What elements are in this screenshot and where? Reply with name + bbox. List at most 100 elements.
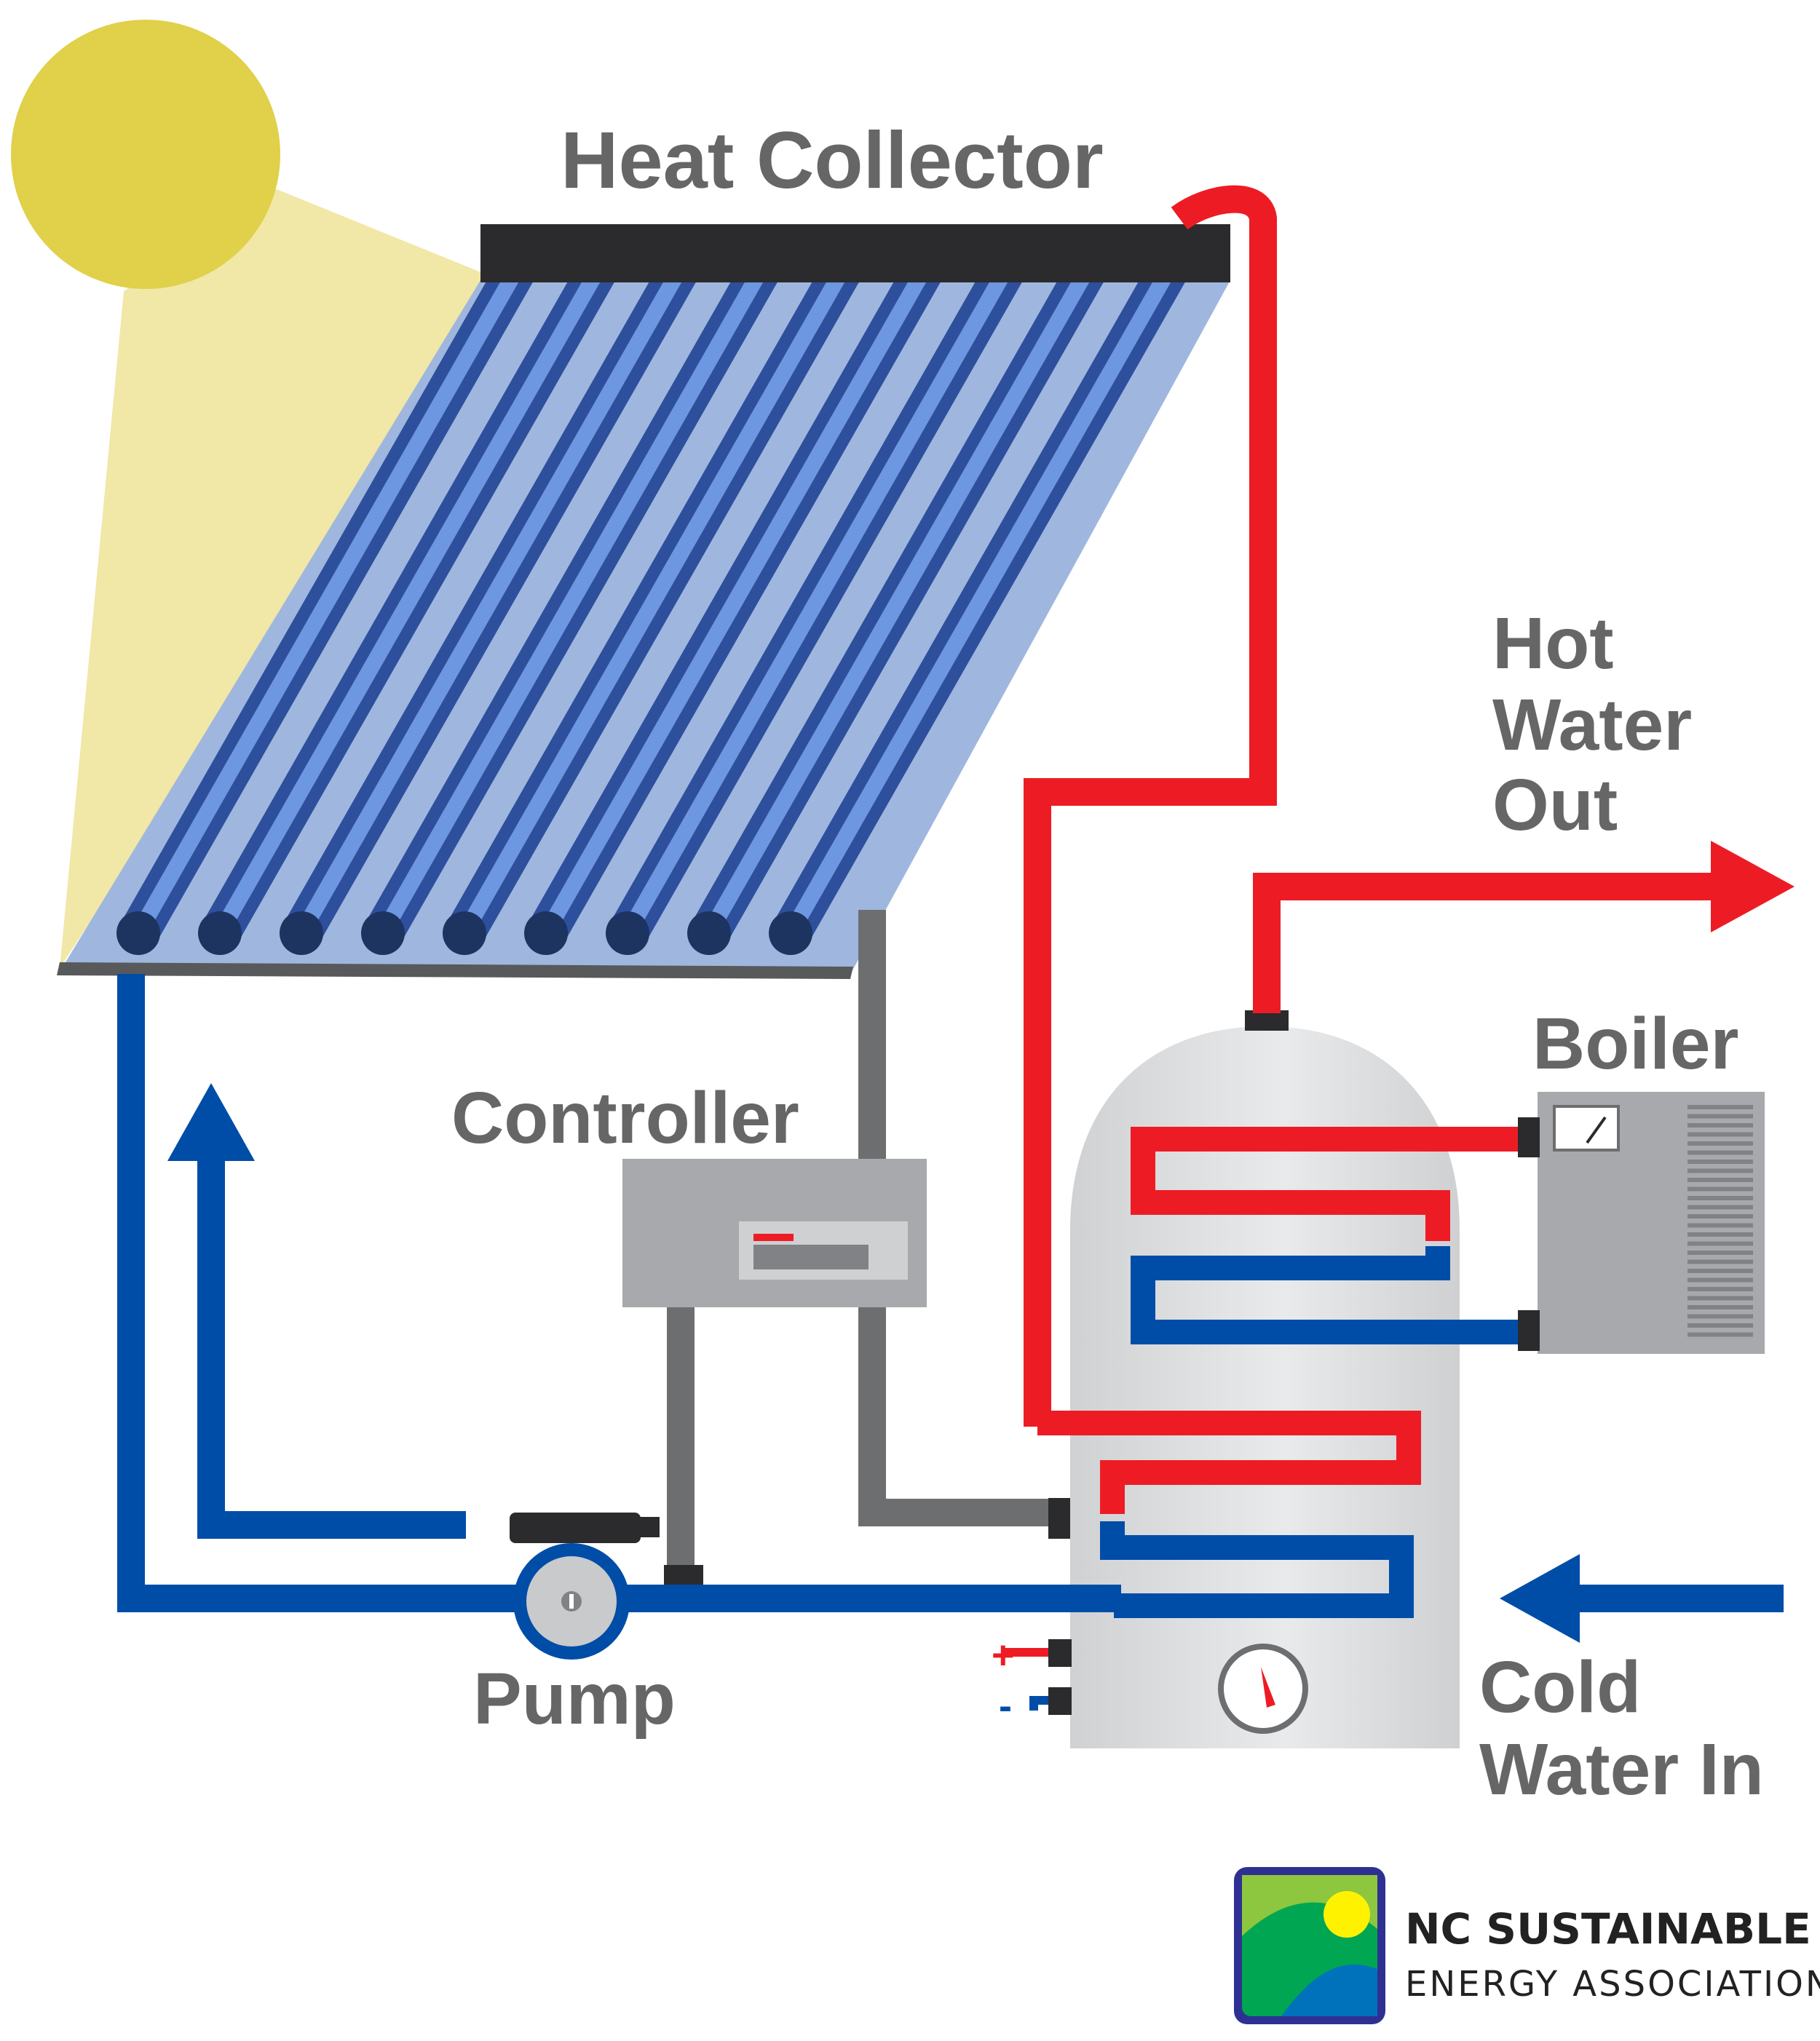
ncsea-logo: NC SUSTAINABLE ENERGY ASSOCIATION xyxy=(1234,1867,1820,2024)
collector-tube-cap xyxy=(280,911,323,955)
boiler-vent-slat xyxy=(1688,1196,1753,1200)
collector-tube-highlight xyxy=(375,248,777,941)
collector-tube-highlight xyxy=(783,248,1184,941)
heat-collector-label: Heat Collector xyxy=(561,116,1104,205)
minus-sign: - xyxy=(999,1684,1012,1728)
pump-motor-cap xyxy=(639,1517,660,1537)
cold-water-in-label-2: Water In xyxy=(1479,1729,1764,1810)
cold-water-in-label-1: Cold xyxy=(1479,1646,1641,1728)
boiler-cold-coil xyxy=(1131,1246,1522,1344)
boiler-vent-slat xyxy=(1688,1296,1753,1301)
collector-tube-highlight xyxy=(456,248,858,941)
tank-terminal-top xyxy=(1048,1639,1072,1667)
pump-shaft xyxy=(569,1594,574,1609)
hot-water-out xyxy=(1253,841,1795,1013)
logo-sun-icon xyxy=(1324,1891,1370,1938)
boiler-vent-slat xyxy=(1688,1314,1753,1319)
cold-return-pipe xyxy=(117,974,1121,1612)
controller-display xyxy=(753,1245,869,1269)
boiler-hot-coil xyxy=(1131,1127,1522,1241)
boiler-vent-slat xyxy=(1688,1178,1753,1182)
collector-tube-cap xyxy=(198,911,242,955)
cold-loop xyxy=(117,974,1784,1612)
boiler-vents xyxy=(1688,1105,1753,1337)
boiler-vent-slat xyxy=(1688,1123,1753,1127)
controller-label: Controller xyxy=(451,1077,799,1159)
collector-tubes xyxy=(116,236,1197,955)
storage-tank xyxy=(1048,1010,1460,1748)
pump xyxy=(510,1513,660,1660)
collector-tube-cap xyxy=(769,911,812,955)
logo-line-1: NC SUSTAINABLE xyxy=(1405,1904,1811,1954)
boiler xyxy=(1518,1092,1765,1354)
boiler-connector-bottom xyxy=(1518,1310,1540,1351)
boiler-vent-slat xyxy=(1688,1223,1753,1228)
sun-group xyxy=(11,20,510,968)
flow-arrow-up-icon xyxy=(167,1083,255,1161)
collector-tube-highlight xyxy=(212,248,614,941)
hot-supply-pipe xyxy=(1024,185,1277,1427)
boiler-vent-slat xyxy=(1688,1323,1753,1328)
boiler-vent-slat xyxy=(1688,1141,1753,1146)
collector-tube-highlight xyxy=(538,248,940,941)
collector-tube-highlight xyxy=(620,248,1021,941)
collector-tube-cap xyxy=(687,911,731,955)
boiler-vent-slat xyxy=(1688,1277,1753,1283)
collector-tube-highlight xyxy=(701,248,1103,941)
hot-water-out-label-2: Water xyxy=(1492,684,1692,766)
plus-sign: + xyxy=(992,1633,1015,1677)
boiler-vent-slat xyxy=(1688,1150,1753,1155)
boiler-vent-slat xyxy=(1688,1186,1753,1192)
hot-water-out-pipe xyxy=(1253,873,1711,1013)
boiler-vent-slat xyxy=(1688,1168,1753,1173)
collector-tube-cap xyxy=(524,911,568,955)
hot-water-out-label-1: Hot xyxy=(1492,603,1614,684)
minus-wire xyxy=(1029,1696,1048,1711)
logo-line-2: ENERGY ASSOCIATION xyxy=(1405,1964,1820,2005)
boiler-vent-slat xyxy=(1688,1132,1753,1137)
gauge-icon xyxy=(1218,1644,1308,1734)
sun-ray xyxy=(60,189,510,968)
collector-tube-cap xyxy=(443,911,486,955)
boiler-connector-top xyxy=(1518,1117,1540,1157)
solar-cold-coil xyxy=(1100,1521,1414,1618)
tank-terminal-bottom xyxy=(1048,1687,1072,1715)
boiler-vent-slat xyxy=(1688,1205,1753,1210)
boiler-label: Boiler xyxy=(1532,1003,1738,1085)
solar-hot-coil xyxy=(1037,1411,1421,1514)
collector-base xyxy=(57,962,853,979)
collector-tube-cap xyxy=(361,911,405,955)
boiler-vent-slat xyxy=(1688,1305,1753,1309)
boiler-vent-slat xyxy=(1688,1114,1753,1119)
boiler-dial-needle xyxy=(1586,1116,1607,1144)
gauge-needle xyxy=(1261,1667,1275,1708)
boiler-vent-slat xyxy=(1688,1259,1753,1264)
collector-header-manifold xyxy=(480,224,1230,282)
tank-outlet-fitting xyxy=(1245,1010,1289,1031)
control-wiring xyxy=(667,910,1056,1572)
pump-label: Pump xyxy=(473,1658,676,1740)
boiler-vent-slat xyxy=(1688,1232,1753,1237)
sun-icon xyxy=(11,20,280,289)
collector-tube-cap xyxy=(116,911,160,955)
boiler-vent-slat xyxy=(1688,1287,1753,1291)
boiler-vent-slat xyxy=(1688,1214,1753,1218)
sensor-wire-tank xyxy=(858,1303,1056,1526)
boiler-vent-slat xyxy=(1688,1251,1753,1255)
pump-motor xyxy=(510,1513,641,1543)
boiler-vent-slat xyxy=(1688,1269,1753,1273)
boiler-vent-slat xyxy=(1688,1160,1753,1164)
heat-collector xyxy=(57,224,1230,979)
collector-tube-highlight xyxy=(130,248,532,941)
boiler-dial xyxy=(1553,1105,1620,1152)
wire-connector-tank xyxy=(1048,1498,1073,1539)
controller xyxy=(622,1159,927,1307)
boiler-vent-slat xyxy=(1688,1332,1753,1337)
boiler-vent-slat xyxy=(1688,1241,1753,1246)
logo-swoosh xyxy=(1242,1875,1377,1936)
hot-water-out-label-3: Out xyxy=(1492,764,1618,846)
cold-water-in-arrow xyxy=(1500,1554,1580,1643)
hot-water-out-arrow xyxy=(1711,841,1795,932)
flow-arrow-up-pipe xyxy=(197,1157,466,1539)
